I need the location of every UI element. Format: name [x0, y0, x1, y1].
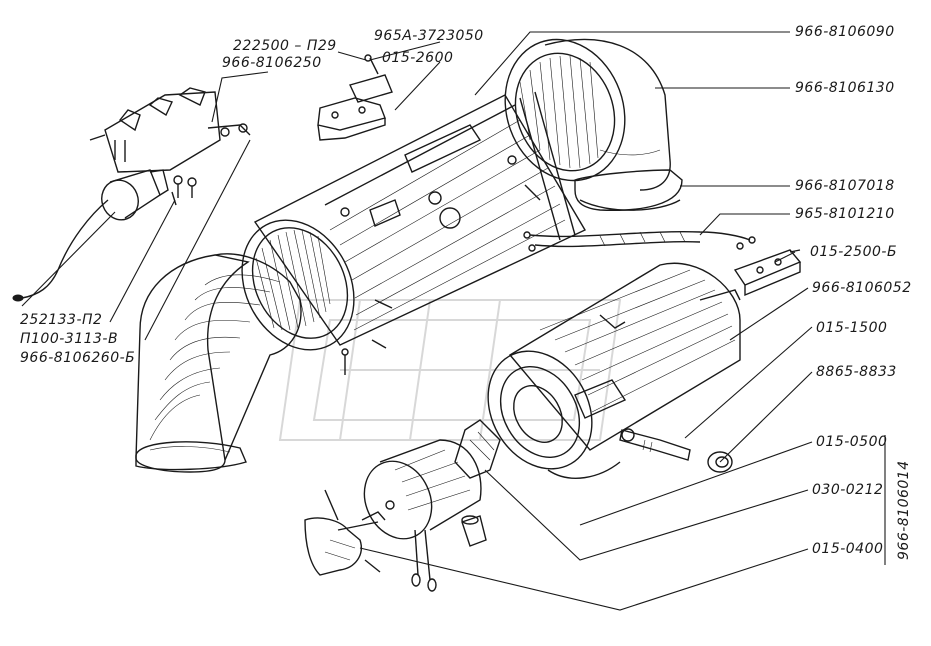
label-966-8106090: 966-8106090 [795, 24, 895, 40]
upper-right-elbow [504, 38, 683, 212]
wiring-harness [523, 231, 756, 252]
label-966-8106014: 966-8106014 [896, 460, 912, 560]
label-030-0212: 030-0212 [812, 482, 884, 498]
main-heater-cylinder [241, 91, 586, 351]
label-966-8106130: 966-8106130 [795, 80, 895, 96]
fan-impeller [454, 419, 501, 479]
power-cable [12, 199, 109, 302]
label-965a-3723050: 965А-3723050 [374, 28, 484, 44]
terminal-block [733, 249, 802, 297]
bushing [461, 515, 487, 547]
label-015-2500-b: 015-2500-Б [810, 244, 898, 260]
switch-bracket [317, 74, 393, 141]
label-966-8106250: 966-8106250 [222, 55, 322, 71]
label-8865-8833: 8865-8833 [816, 364, 897, 380]
plug-nut [707, 451, 733, 473]
small-fan [304, 489, 386, 576]
label-966-8106260-b: 966-8106260-Б [20, 350, 136, 366]
electric-motor [363, 439, 482, 592]
glow-plug [619, 428, 691, 461]
lower-combustion-chamber [487, 262, 741, 479]
label-p100-3113-v: П100-3113-В [20, 331, 119, 347]
label-252133-p2: 252133-П2 [20, 312, 103, 328]
label-015-0400: 015-0400 [812, 541, 884, 557]
drive-motor [101, 169, 197, 221]
label-015-1500: 015-1500 [816, 320, 888, 336]
label-015-2600: 015-2600 [382, 50, 454, 66]
label-966-8106052: 966-8106052 [812, 280, 912, 296]
leader-lines [21, 31, 886, 611]
watermark-logo [278, 299, 622, 441]
label-222500-p29: 222500 – П29 [233, 38, 337, 54]
label-015-0500: 015-0500 [816, 434, 888, 450]
label-966-8107018: 966-8107018 [795, 178, 895, 194]
bolts [341, 339, 387, 375]
left-elbow-duct [135, 253, 302, 473]
relay-assembly [89, 87, 251, 173]
label-965-8101210: 965-8101210 [795, 206, 895, 222]
screw [364, 54, 379, 75]
